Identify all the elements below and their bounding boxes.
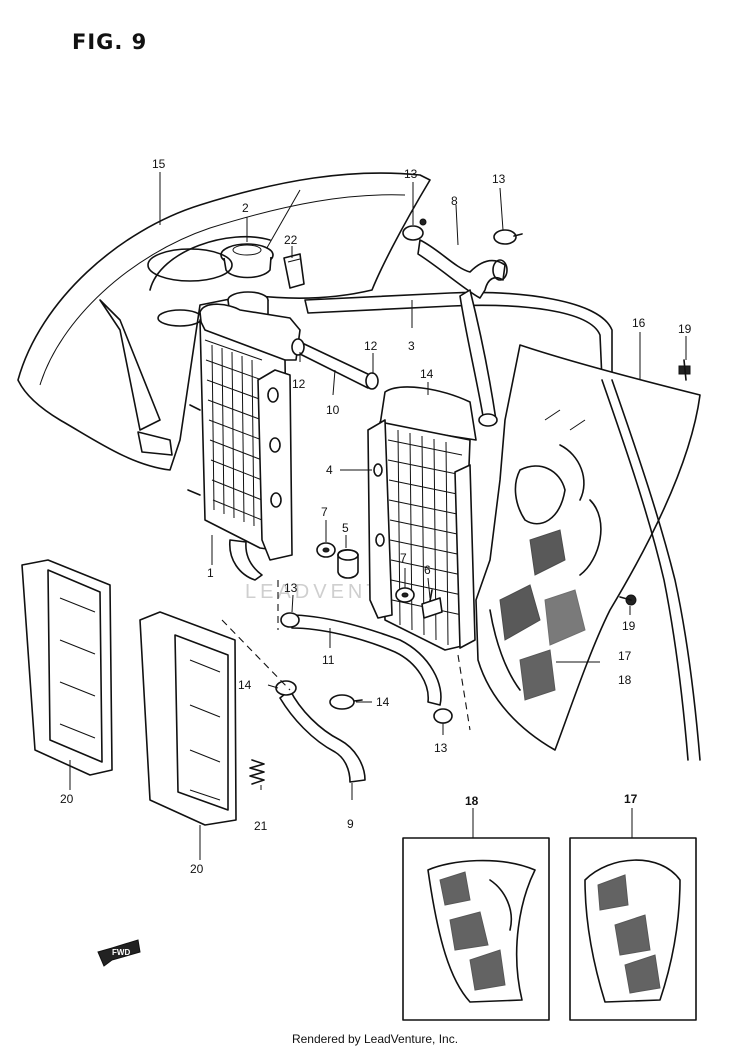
callout-5[interactable]: 5 <box>342 521 349 535</box>
cushion-22[interactable] <box>283 253 305 289</box>
callout-1[interactable]: 1 <box>207 566 214 580</box>
leader-lines <box>69 172 687 860</box>
hose-clamp-13b[interactable] <box>493 229 523 245</box>
callout-20[interactable]: 20 <box>190 862 204 876</box>
callout-13[interactable]: 13 <box>284 581 298 595</box>
callout-18[interactable]: 18 <box>465 794 479 808</box>
callout-4[interactable]: 4 <box>326 463 333 477</box>
radiator-guard-20a[interactable] <box>21 559 113 776</box>
front-direction-label: FWD <box>112 948 130 957</box>
radiator-cap-2[interactable] <box>220 243 274 279</box>
collar-5[interactable] <box>337 548 359 579</box>
hose-8[interactable] <box>417 239 508 423</box>
callout-14[interactable]: 14 <box>376 695 390 709</box>
hose-clamp-14b[interactable] <box>275 680 297 696</box>
callout-7[interactable]: 7 <box>400 551 407 565</box>
callout-20[interactable]: 20 <box>60 792 74 806</box>
frame-tube-edge <box>601 379 689 761</box>
hose-11[interactable] <box>289 614 442 706</box>
radiator-guard-20b[interactable] <box>139 611 237 826</box>
callout-19[interactable]: 19 <box>622 619 636 633</box>
callout-2[interactable]: 2 <box>242 201 249 215</box>
callout-13[interactable]: 13 <box>492 172 506 186</box>
hose-clamp-13c[interactable] <box>280 612 300 628</box>
hose-clamp-14c[interactable] <box>329 694 363 710</box>
hose-clamp-14a[interactable] <box>478 413 498 427</box>
grommet-7b[interactable] <box>395 587 415 603</box>
radiator-shroud-16[interactable] <box>475 344 701 751</box>
footer-credit: Rendered by LeadVenture, Inc. <box>291 1032 459 1046</box>
radiator-left-1[interactable] <box>187 291 301 581</box>
radiator-shroud-15[interactable] <box>17 172 431 471</box>
callout-12[interactable]: 12 <box>364 339 378 353</box>
spring-21[interactable] <box>249 759 265 785</box>
callout-13[interactable]: 13 <box>404 167 418 181</box>
bolt-19b[interactable] <box>619 594 637 606</box>
bolt-19a[interactable] <box>678 359 691 381</box>
callout-17[interactable]: 17 <box>618 649 632 663</box>
radiator-right-4[interactable] <box>367 386 477 651</box>
callout-3[interactable]: 3 <box>408 339 415 353</box>
inset-box-17[interactable] <box>569 837 697 1021</box>
callout-11[interactable]: 11 <box>322 653 335 667</box>
callout-22[interactable]: 22 <box>284 233 298 247</box>
callout-18[interactable]: 18 <box>618 673 632 687</box>
bolt-6[interactable] <box>421 589 443 619</box>
front-direction-arrow-icon: FWD <box>97 939 141 967</box>
inset-box-18[interactable] <box>402 837 550 1021</box>
callout-14[interactable]: 14 <box>420 367 434 381</box>
callout-19[interactable]: 19 <box>678 322 692 336</box>
hose-9[interactable] <box>279 689 366 783</box>
figure-title: FIG. 9 <box>72 30 148 54</box>
callout-7[interactable]: 7 <box>321 505 328 519</box>
callout-16[interactable]: 16 <box>632 316 646 330</box>
callout-10[interactable]: 10 <box>326 403 340 417</box>
clamp-12a[interactable] <box>291 338 305 356</box>
gasket-ring <box>147 248 233 282</box>
callout-17[interactable]: 17 <box>624 792 638 806</box>
hose-clamp-13a[interactable] <box>402 218 427 241</box>
callout-15[interactable]: 15 <box>152 157 166 171</box>
assembly-line <box>457 654 471 731</box>
callout-14[interactable]: 14 <box>238 678 252 692</box>
callout-21[interactable]: 21 <box>254 819 268 833</box>
assembly-line <box>221 619 291 691</box>
callout-9[interactable]: 9 <box>347 817 354 831</box>
callout-12[interactable]: 12 <box>292 377 306 391</box>
callout-8[interactable]: 8 <box>451 194 458 208</box>
clamp-12b[interactable] <box>365 372 379 390</box>
callout-labels: 15 2 22 13 8 13 3 16 19 12 12 10 14 4 7 … <box>60 157 692 876</box>
grommet-7a[interactable] <box>316 542 336 558</box>
callout-13[interactable]: 13 <box>434 741 448 755</box>
callout-6[interactable]: 6 <box>424 563 431 577</box>
frame-tube <box>611 379 701 761</box>
hose-clamp-13d[interactable] <box>433 708 453 724</box>
